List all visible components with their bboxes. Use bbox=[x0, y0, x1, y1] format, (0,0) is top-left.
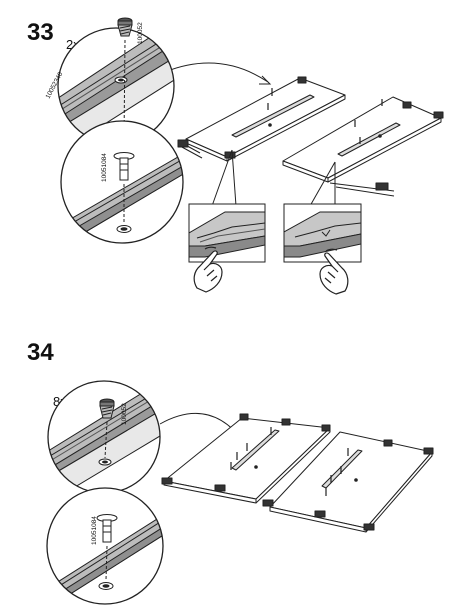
leader-arrow bbox=[259, 75, 272, 85]
panel-assembly-33 bbox=[177, 76, 444, 197]
detail-box-joint-1 bbox=[188, 203, 266, 263]
leader-line bbox=[164, 62, 269, 83]
screw-icon bbox=[117, 17, 133, 37]
screw-part-number: 100052 bbox=[137, 22, 144, 44]
hand-pressing-icon bbox=[193, 246, 223, 293]
dowel-icon-34 bbox=[96, 514, 118, 543]
screw-part-number-34: 100052 bbox=[121, 403, 128, 425]
dowel-icon bbox=[113, 152, 135, 181]
dowel-part-number-34: 10051084 bbox=[91, 516, 98, 545]
step-34-number: 34 bbox=[27, 339, 54, 366]
screw-guide-line bbox=[123, 39, 126, 141]
dowel-part-number: 10051084 bbox=[101, 153, 108, 182]
step-33-number: 33 bbox=[27, 19, 54, 46]
zoom-circle-dowel-33 bbox=[60, 120, 184, 244]
zoom-circle-screw-33 bbox=[57, 27, 175, 145]
callout-lines bbox=[211, 149, 336, 207]
panel-assembly-34 bbox=[161, 413, 434, 533]
hand-pressing-icon-2 bbox=[319, 248, 349, 295]
zoom-circle-screw-34 bbox=[47, 380, 161, 494]
detail-box-joint-2 bbox=[283, 203, 362, 263]
zoom-circle-dowel-34 bbox=[46, 487, 164, 605]
screw-icon-34 bbox=[99, 398, 115, 419]
